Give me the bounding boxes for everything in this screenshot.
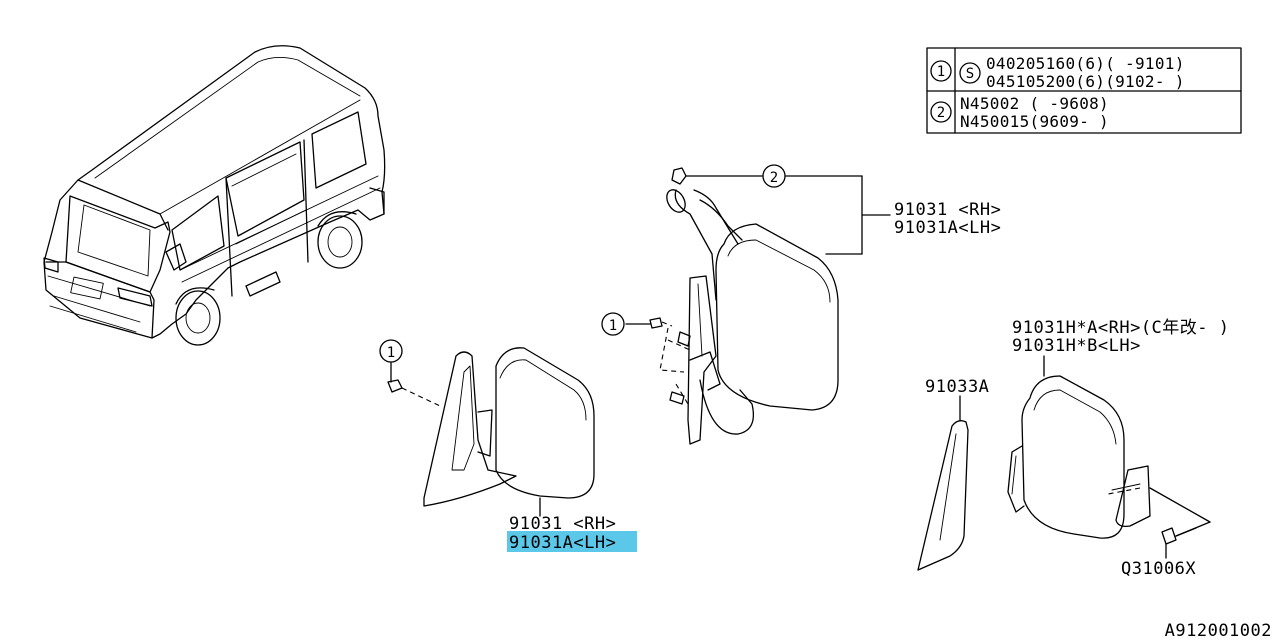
- part-label-91031-rh-left[interactable]: 91031 <RH>: [509, 514, 616, 534]
- callout-1-screw-left: [387, 379, 403, 393]
- legend-number-1: 1: [937, 64, 945, 80]
- part-label-91031a-lh-top[interactable]: 91031A<LH>: [894, 218, 1001, 238]
- legend-symbol-s: S: [966, 66, 974, 82]
- part-label-91031h-a-rh[interactable]: 91031H*A<RH>(C年改- ): [1012, 318, 1230, 338]
- part-label-91031-rh-top[interactable]: 91031 <RH>: [894, 200, 1001, 220]
- screw-q31006x: [1161, 527, 1177, 545]
- callout-lines-top: [625, 175, 891, 325]
- diagram-id: A912001002: [1165, 621, 1272, 640]
- legend-row-2-line-2: N450015(9609- ): [960, 112, 1109, 131]
- legend-table: 1 S 040205160(6)( -9101) 045105200(6)(91…: [926, 47, 1242, 134]
- legend-row-2-line-1: N45002 ( -9608): [960, 94, 1109, 113]
- callout-1-left-circle: [379, 339, 403, 363]
- callout-2-top-circle: [762, 164, 786, 188]
- front-wheel: [175, 290, 221, 346]
- van-mirror: [165, 243, 187, 271]
- callout-1-top: 1: [609, 318, 617, 334]
- callout-1-screw-top: [649, 317, 663, 329]
- headlight-left: [43, 257, 59, 273]
- callout-lines-right: [1043, 355, 1211, 559]
- part-label-91033a[interactable]: 91033A: [925, 377, 989, 397]
- callout-2-top: 2: [770, 170, 778, 186]
- legend-row-1-line-1: 040205160(6)( -9101): [986, 54, 1185, 73]
- van-illustration: [43, 45, 386, 346]
- callout-2-bolt: [671, 167, 687, 185]
- part-label-91031h-b-lh[interactable]: 91031H*B<LH>: [1012, 336, 1141, 356]
- legend-row-1-line-2: 045105200(6)(9102- ): [986, 72, 1185, 91]
- legend-symbol-s-circle: [959, 62, 981, 84]
- mirror-assembly-top: [649, 167, 839, 445]
- legend-number-2-circle: [930, 101, 952, 123]
- callout-lines-left: [390, 362, 541, 517]
- callout-1-left: 1: [387, 345, 395, 361]
- mirror-assembly-left: [387, 347, 595, 507]
- callout-1-top-circle: [601, 312, 625, 336]
- headlight-right: [117, 287, 153, 307]
- rear-wheel: [317, 215, 363, 269]
- legend-number-1-circle: [930, 60, 952, 82]
- legend-number-2: 2: [937, 105, 945, 121]
- part-label-q31006x[interactable]: Q31006X: [1121, 559, 1196, 579]
- part-label-highlight: [507, 531, 637, 552]
- part-label-91031a-lh-left[interactable]: 91031A<LH>: [509, 533, 616, 553]
- mirror-cover-91033a: [917, 395, 969, 571]
- mirror-assembly-right: [1007, 375, 1197, 545]
